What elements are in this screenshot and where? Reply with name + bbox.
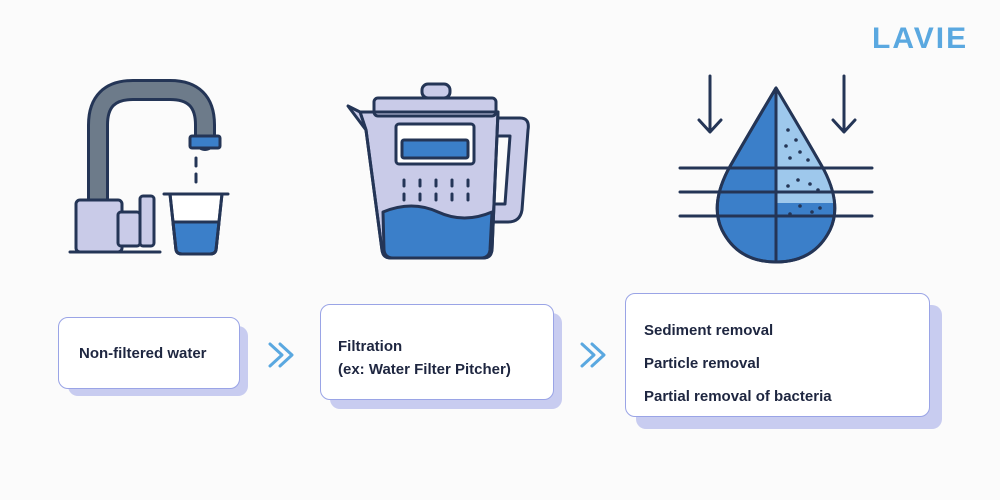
result-sediment-removal: Sediment removal: [644, 322, 774, 339]
step-2-example: (ex: Water Filter Pitcher): [338, 361, 511, 378]
water-filter-pitcher-icon: [346, 82, 530, 260]
result-bacteria-removal: Partial removal of bacteria: [644, 388, 832, 405]
step-card-filtration: Filtration (ex: Water Filter Pitcher): [320, 304, 554, 400]
step-1-text: Non-filtered water: [79, 345, 207, 362]
step-2-title: Filtration: [338, 338, 403, 355]
result-particle-removal: Particle removal: [644, 355, 760, 372]
double-chevron-right-icon: [268, 342, 294, 368]
step-card-results: Sediment removal Particle removal Partia…: [625, 293, 930, 417]
step-card-non-filtered: Non-filtered water: [58, 317, 240, 389]
double-chevron-right-icon: [580, 342, 606, 368]
brand-logo: LAVIE: [872, 22, 969, 55]
faucet-with-glass-icon: [68, 79, 230, 256]
filtered-water-drop-icon: [678, 74, 874, 264]
